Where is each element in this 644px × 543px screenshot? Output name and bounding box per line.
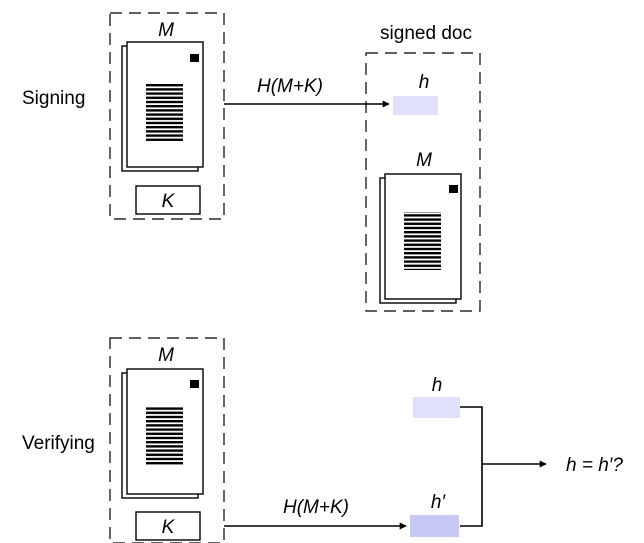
signed-hash-label: h xyxy=(419,72,430,93)
signing-hash-function-label: H(M+K) xyxy=(257,76,323,97)
signed-hash-block xyxy=(393,96,438,115)
signed-message-document-icon xyxy=(379,173,462,304)
signing-input-box xyxy=(109,12,225,220)
signed-doc-box xyxy=(365,52,481,312)
signing-key-label: K xyxy=(162,191,176,212)
signed-message-label: M xyxy=(416,150,432,171)
verifying-row-label: Verifying xyxy=(22,433,95,454)
verifying-key-box xyxy=(135,511,201,541)
signing-message-label: M xyxy=(158,20,174,41)
signing-message-document-icon xyxy=(121,41,204,172)
signing-row-label: Signing xyxy=(22,88,85,109)
signing-key-box xyxy=(135,185,201,215)
received-hash-block xyxy=(413,397,460,418)
verifying-message-label: M xyxy=(158,345,174,366)
signed-doc-title: signed doc xyxy=(380,23,472,44)
signing-section: Signing M K H(M+K) signed doc h M xyxy=(22,12,481,312)
verifying-hash-function-label: H(M+K) xyxy=(283,497,349,518)
received-hash-label: h xyxy=(432,375,443,396)
comparison-result-label: h = h′? xyxy=(566,455,623,476)
comparison-bracket xyxy=(460,406,483,527)
verifying-key-label: K xyxy=(162,517,176,538)
computed-hash-block xyxy=(410,515,459,537)
computed-hash-label: h′ xyxy=(431,492,447,513)
verifying-message-document-icon xyxy=(121,368,204,499)
verifying-input-box xyxy=(109,337,225,543)
verifying-section: Verifying M K H(M+K) h h′ h = h′? xyxy=(22,337,623,543)
